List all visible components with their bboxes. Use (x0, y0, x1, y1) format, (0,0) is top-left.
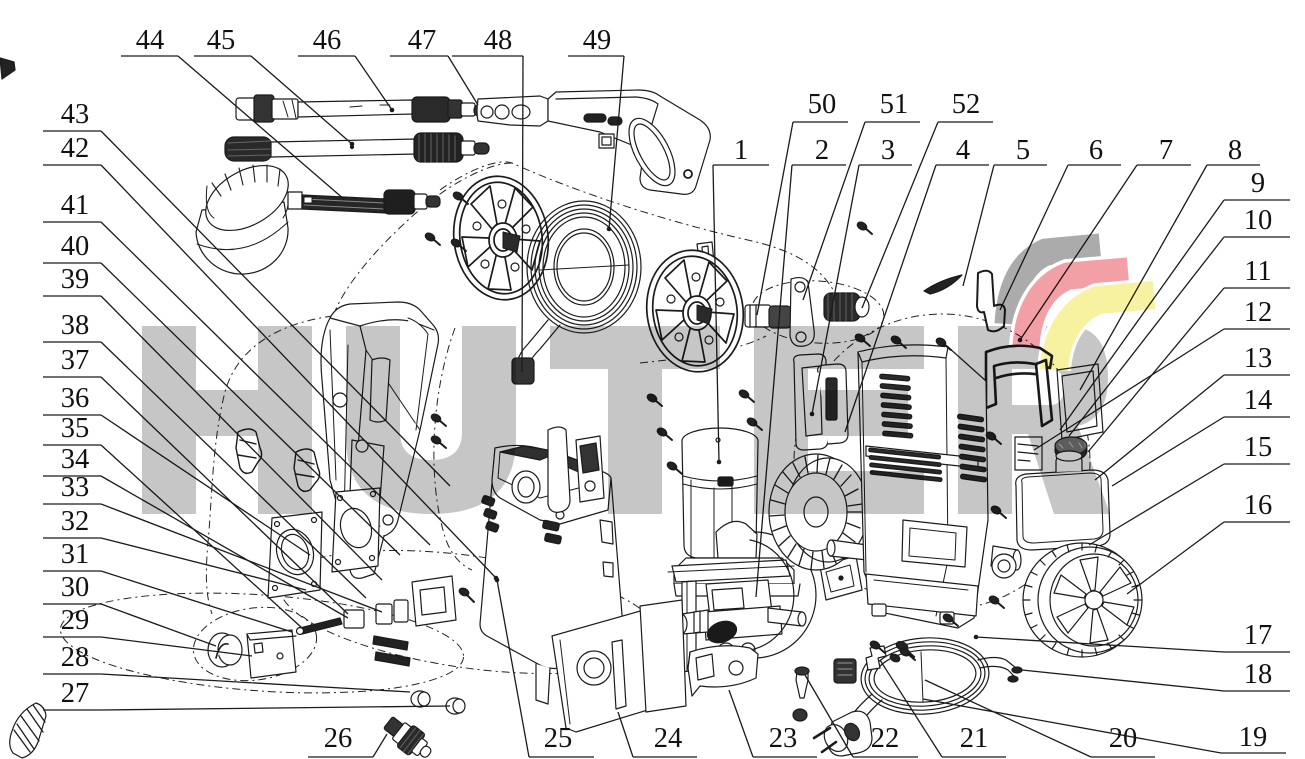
svg-text:17: 17 (1244, 620, 1273, 651)
svg-text:35: 35 (61, 413, 90, 444)
svg-text:38: 38 (61, 310, 90, 341)
svg-text:23: 23 (769, 723, 798, 754)
svg-text:42: 42 (61, 133, 90, 164)
svg-text:50: 50 (808, 89, 837, 120)
svg-text:45: 45 (207, 25, 236, 56)
svg-text:14: 14 (1244, 385, 1273, 416)
svg-text:5: 5 (1016, 135, 1030, 166)
svg-text:48: 48 (484, 25, 513, 56)
svg-text:6: 6 (1089, 135, 1103, 166)
svg-text:25: 25 (544, 723, 573, 754)
svg-text:40: 40 (61, 231, 90, 262)
svg-text:11: 11 (1244, 256, 1271, 287)
svg-text:28: 28 (61, 642, 90, 673)
svg-text:51: 51 (880, 89, 909, 120)
svg-text:33: 33 (61, 472, 90, 503)
svg-text:46: 46 (313, 25, 342, 56)
svg-text:8: 8 (1228, 135, 1242, 166)
svg-text:39: 39 (61, 264, 90, 295)
svg-text:12: 12 (1244, 297, 1273, 328)
svg-text:2: 2 (815, 135, 829, 166)
svg-text:18: 18 (1244, 659, 1273, 690)
svg-text:22: 22 (871, 723, 900, 754)
svg-text:21: 21 (960, 723, 989, 754)
svg-text:37: 37 (61, 345, 90, 376)
svg-text:7: 7 (1159, 135, 1173, 166)
svg-text:30: 30 (61, 572, 90, 603)
svg-text:15: 15 (1244, 432, 1273, 463)
svg-text:34: 34 (61, 444, 90, 475)
svg-text:36: 36 (61, 383, 90, 414)
svg-text:13: 13 (1244, 343, 1273, 374)
svg-text:16: 16 (1244, 490, 1273, 521)
svg-text:9: 9 (1251, 168, 1265, 199)
svg-text:26: 26 (324, 723, 353, 754)
svg-text:19: 19 (1239, 722, 1268, 753)
svg-text:31: 31 (61, 539, 90, 570)
svg-text:1: 1 (734, 135, 748, 166)
svg-text:20: 20 (1109, 723, 1138, 754)
svg-text:24: 24 (654, 723, 683, 754)
svg-text:41: 41 (61, 190, 90, 221)
svg-text:29: 29 (61, 605, 90, 636)
svg-text:32: 32 (61, 506, 90, 537)
svg-text:3: 3 (881, 135, 895, 166)
svg-text:27: 27 (61, 678, 90, 709)
svg-text:52: 52 (952, 89, 981, 120)
svg-text:10: 10 (1244, 205, 1273, 236)
svg-text:49: 49 (583, 25, 612, 56)
svg-text:43: 43 (61, 99, 90, 130)
svg-text:4: 4 (956, 135, 970, 166)
svg-text:47: 47 (408, 25, 437, 56)
svg-text:44: 44 (136, 25, 165, 56)
